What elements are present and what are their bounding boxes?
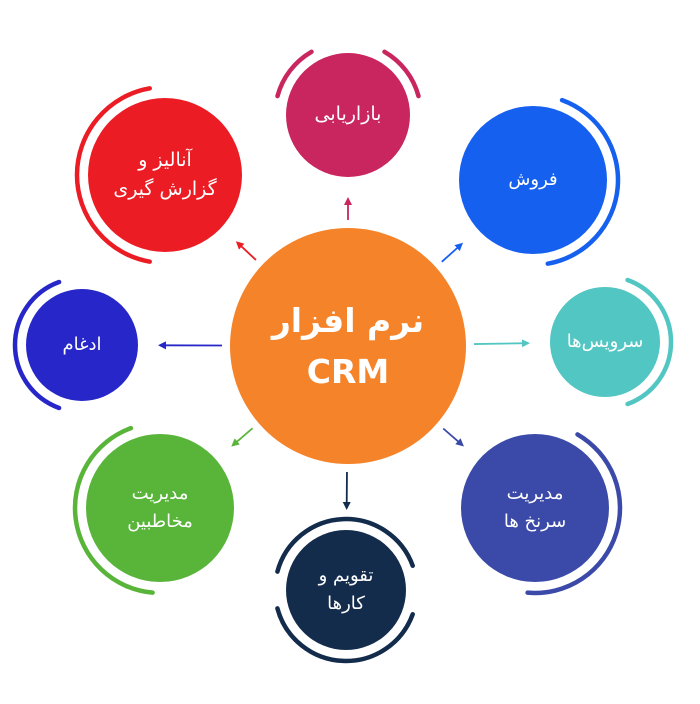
calendar-node-label: تقویم و کارها bbox=[286, 530, 406, 650]
services-node-label: سرویس‌ها bbox=[550, 287, 660, 397]
funnels-node-label: مدیریت سرنخ ها bbox=[461, 434, 609, 582]
contacts-node-label: مدیریت مخاطبین bbox=[86, 434, 234, 582]
integration-node-label: ادغام bbox=[26, 289, 138, 401]
marketing-node-label: بازاریابی bbox=[286, 53, 410, 177]
center-node-label: نرم افزار CRM bbox=[230, 228, 466, 464]
arrow-to-services bbox=[474, 343, 528, 344]
sales-node-label: فروش bbox=[459, 106, 607, 254]
analytics-node-label: آنالیز و گزارش گیری bbox=[88, 98, 242, 252]
